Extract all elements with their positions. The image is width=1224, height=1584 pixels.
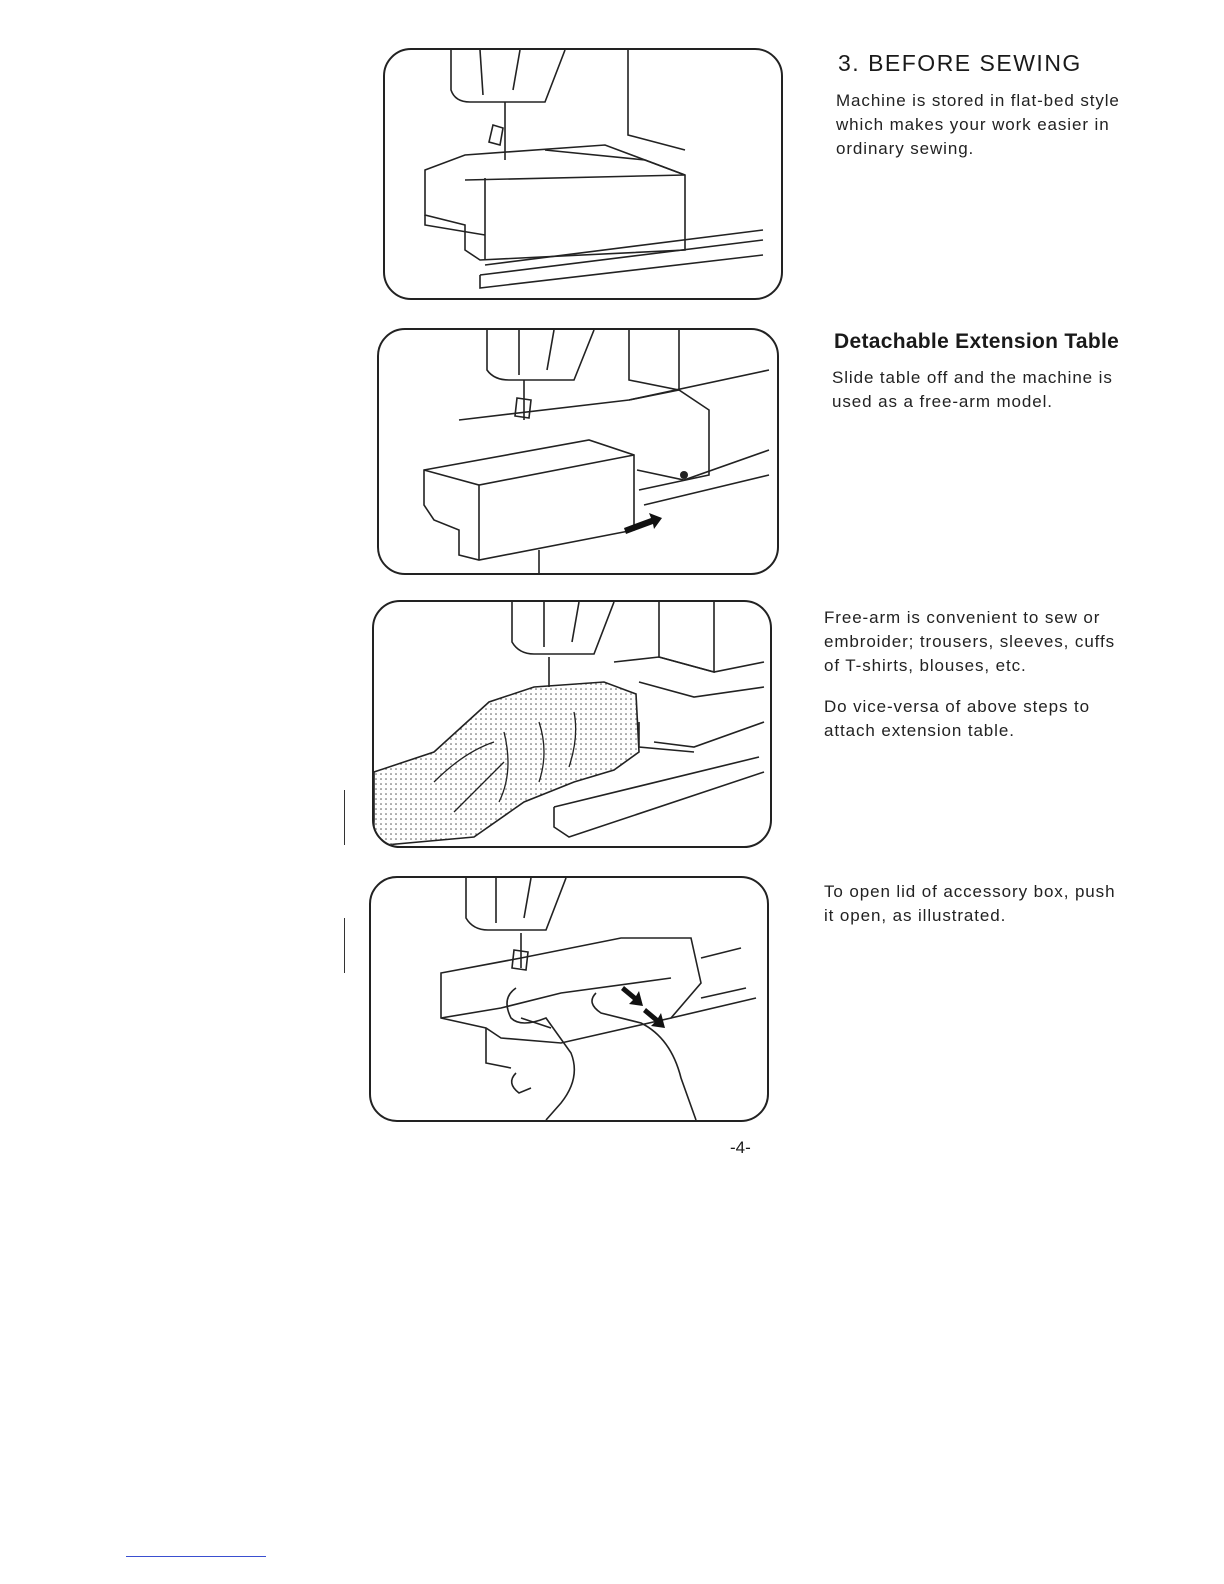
- margin-mark: [344, 918, 345, 973]
- accessory-box-drawing: [440, 878, 757, 1120]
- detach-table-drawing: [423, 330, 770, 573]
- extension-table-text: Slide table off and the machine is used …: [832, 368, 1113, 411]
- illustration-flat-bed: [383, 48, 783, 300]
- bottom-line: [126, 1556, 266, 1557]
- accessory-box-text: To open lid of accessory box, push it op…: [824, 882, 1116, 925]
- illustration-detach-table: [377, 328, 779, 575]
- section-heading: 3. BEFORE SEWING: [838, 50, 1082, 76]
- flat-bed-drawing: [424, 50, 764, 289]
- illustration-accessory-box: [369, 876, 769, 1122]
- intro-paragraph: Machine is stored in flat-bed style whic…: [836, 91, 1120, 158]
- margin-mark: [344, 790, 345, 845]
- free-arm-text: Free-arm is convenient to sew or embroid…: [824, 608, 1116, 675]
- extension-table-heading: Detachable Extension Table: [834, 330, 1120, 353]
- vice-versa-text: Do vice-versa of above steps to attach e…: [824, 697, 1091, 740]
- page-number: -4-: [730, 1138, 751, 1157]
- illustration-free-arm: [372, 600, 772, 848]
- free-arm-drawing: [374, 602, 765, 846]
